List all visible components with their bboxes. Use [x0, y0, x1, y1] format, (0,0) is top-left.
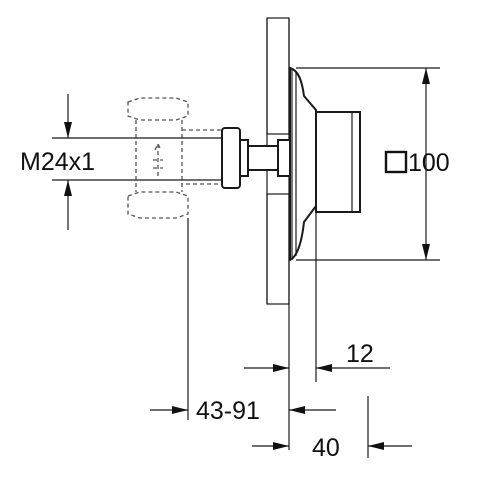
dimension-install-depth: 43-91 [150, 397, 336, 425]
dimension-plate-size: 100 [296, 67, 450, 261]
projection-label: 40 [312, 434, 340, 462]
cover-plate [289, 66, 317, 262]
install-depth-label: 43-91 [196, 397, 260, 425]
spindle-connector [221, 127, 291, 189]
dimension-plate-depth: 12 [244, 340, 390, 372]
dimension-projection: 40 [252, 434, 412, 462]
square-symbol-icon [384, 150, 408, 174]
handle-knob [315, 111, 361, 213]
valve-body-hidden [127, 97, 223, 219]
dimension-thread: M24x1 [20, 94, 222, 230]
thread-label: M24x1 [20, 148, 95, 176]
plate-size-label: 100 [408, 149, 450, 177]
plate-depth-label: 12 [346, 340, 374, 368]
extension-lines [187, 212, 369, 458]
